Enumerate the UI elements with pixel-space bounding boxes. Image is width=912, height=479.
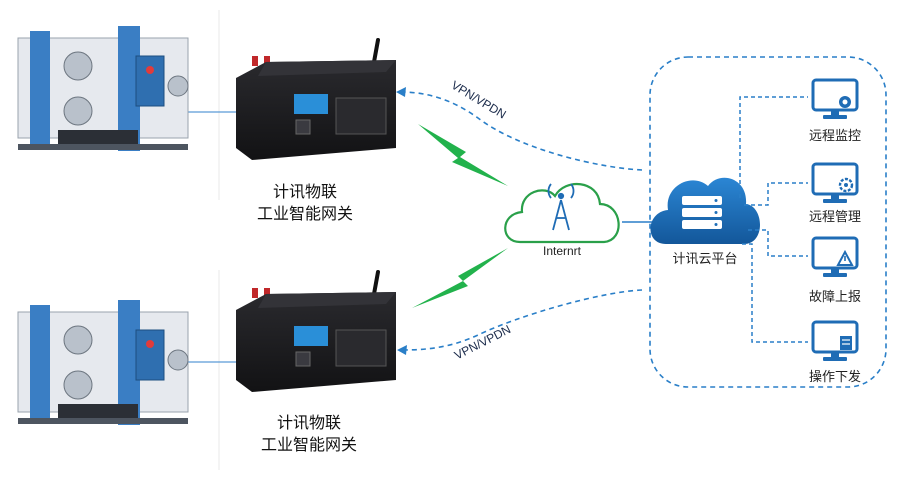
cloud-platform-label: 计讯云平台 <box>672 252 738 267</box>
lightning-bolt-bottom <box>412 248 508 308</box>
vpn-arrow-bottom <box>401 289 643 351</box>
internet-cloud <box>504 182 620 244</box>
monitor-camera-icon <box>811 78 859 119</box>
gateway-device-top <box>236 38 396 160</box>
function-label-fault-report: 故障上报 <box>808 290 861 305</box>
monitor-warning-icon <box>811 236 859 277</box>
gateway-label-top-line2: 工业智能网关 <box>256 204 353 223</box>
gateway-label-bottom-line2: 工业智能网关 <box>260 435 357 454</box>
vpn-arrow-top <box>399 91 643 171</box>
vpn-arrowhead-top <box>396 87 406 97</box>
gateway-label-bottom-line1: 计讯物联 <box>276 413 341 432</box>
function-label-remote-monitoring: 远程监控 <box>808 129 861 144</box>
gateway-device-bottom <box>236 270 396 392</box>
monitor-gear-icon <box>811 162 859 203</box>
function-label-operation-dispatch: 操作下发 <box>808 370 861 385</box>
printing-machine-top <box>17 26 189 151</box>
internet-label: Internrt <box>542 244 581 258</box>
gateway-label-bottom: 计讯物联 工业智能网关 <box>244 412 374 456</box>
cloud-platform-container <box>649 56 887 388</box>
monitor-edit-icon <box>811 320 859 361</box>
vpn-arrowhead-bottom <box>397 345 407 355</box>
gateway-label-top: 计讯物联 工业智能网关 <box>240 181 370 225</box>
printing-machine-bottom <box>17 300 189 425</box>
gateway-label-top-line1: 计讯物联 <box>272 182 337 201</box>
function-label-remote-management: 远程管理 <box>808 210 861 225</box>
server-stack-icon <box>682 196 722 229</box>
function-branches <box>739 96 808 343</box>
antenna-tower-icon <box>547 183 575 231</box>
lightning-bolt-top <box>418 124 508 186</box>
